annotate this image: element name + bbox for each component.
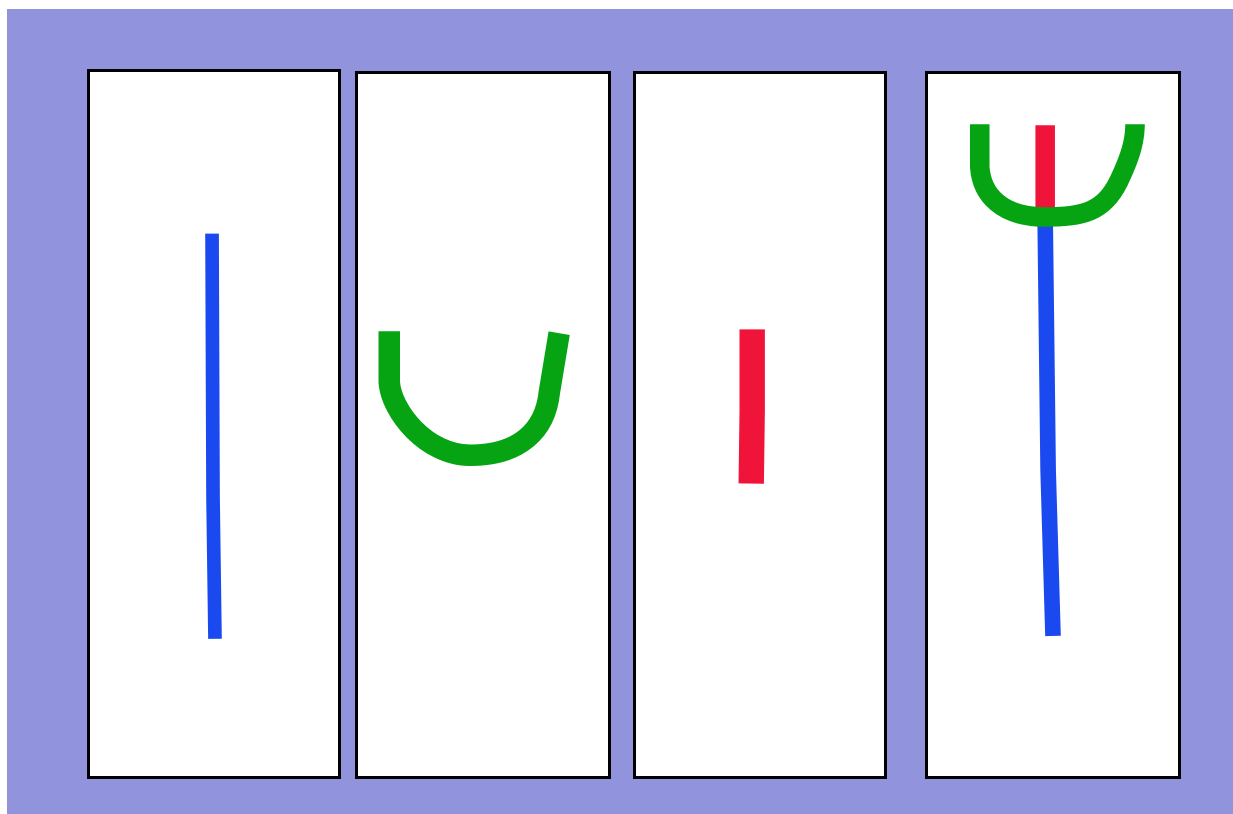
panel-1-drawing — [90, 72, 338, 776]
panel-2-drawing — [358, 74, 608, 776]
blue-vertical-stroke — [212, 234, 215, 639]
green-u-curve — [389, 331, 559, 455]
panel-1 — [87, 69, 341, 779]
blue-vertical-stroke — [1045, 221, 1053, 636]
diagram-canvas — [7, 9, 1233, 814]
red-short-bar — [751, 329, 752, 483]
panel-4-drawing — [928, 74, 1178, 776]
panel-3 — [633, 71, 887, 779]
green-u-curve — [980, 124, 1135, 217]
panel-2 — [355, 71, 611, 779]
panel-3-drawing — [636, 74, 884, 776]
panel-4 — [925, 71, 1181, 779]
